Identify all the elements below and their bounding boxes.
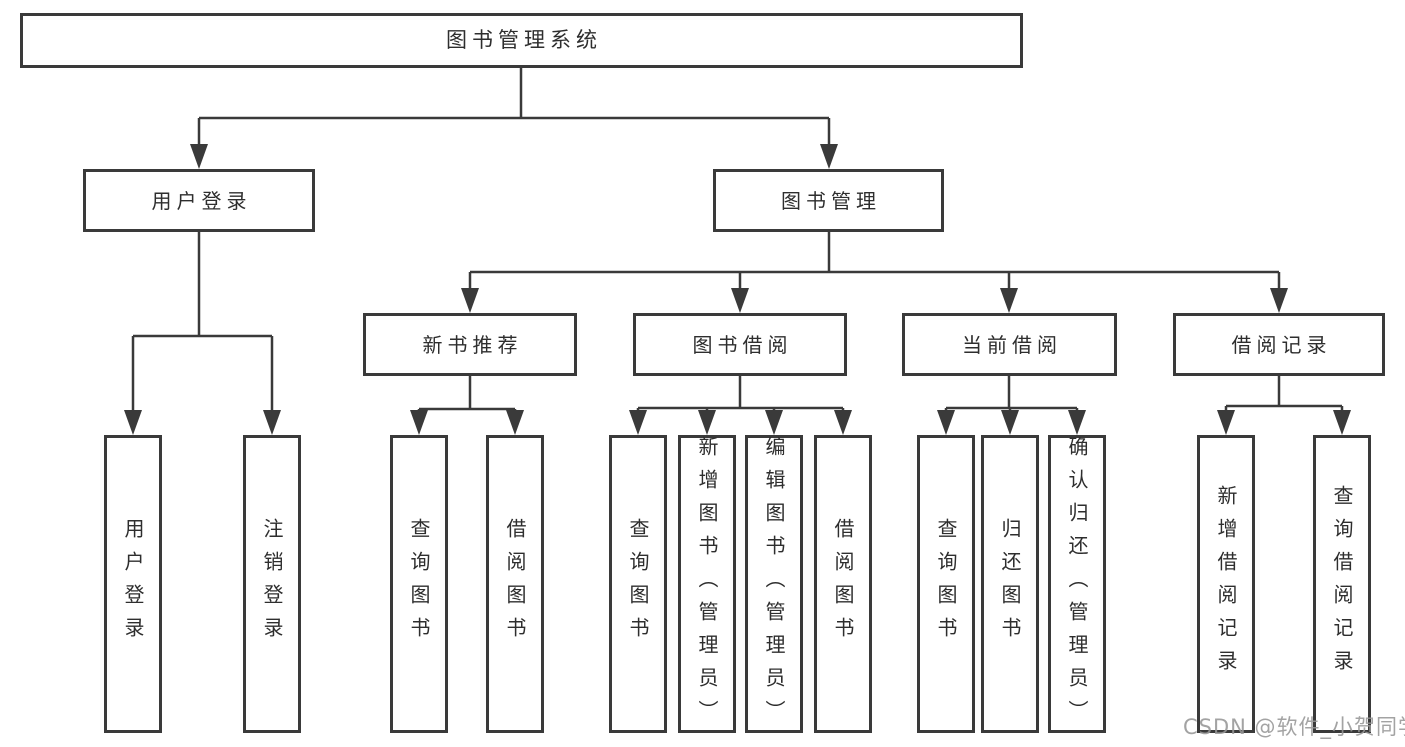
leaf-return-book: 归还图书 [981, 435, 1039, 733]
connector-current-borrow-to-leaves [944, 376, 1079, 412]
node-user-login: 用户登录 [83, 169, 315, 232]
leaf-user-login: 用户登录 [104, 435, 162, 733]
connector-book-mgmt-to-level3 [468, 232, 1281, 290]
connector-book-borrow-to-leaves [636, 376, 845, 412]
leaf-return-book-label: 归还图书 [998, 518, 1022, 650]
connector-user-login-to-leaves [131, 232, 274, 412]
node-user-login-label: 用户登录 [151, 188, 252, 213]
leaf-query-book-1: 查询图书 [390, 435, 448, 733]
node-borrow-records-label: 借阅记录 [1231, 332, 1332, 357]
leaf-borrow-book-2: 借阅图书 [814, 435, 872, 733]
connector-root-to-level2 [197, 67, 831, 146]
leaf-confirm-return-admin-label: 确认归还（管理员） [1065, 435, 1089, 733]
node-book-mgmt: 图书管理 [713, 169, 944, 232]
leaf-query-book-3-label: 查询图书 [934, 518, 958, 650]
leaf-borrow-book-1: 借阅图书 [486, 435, 544, 733]
leaf-add-borrow-record: 新增借阅记录 [1197, 435, 1255, 733]
leaf-query-book-2-label: 查询图书 [626, 518, 650, 650]
node-book-mgmt-label: 图书管理 [781, 188, 881, 213]
connector-new-book-rec-to-leaves [417, 376, 517, 412]
node-current-borrow-label: 当前借阅 [962, 332, 1062, 357]
leaf-logout: 注销登录 [243, 435, 301, 733]
node-borrow-records: 借阅记录 [1173, 313, 1385, 376]
leaf-add-book-admin-label: 新增图书（管理员） [695, 435, 719, 733]
node-new-book-rec-label: 新书推荐 [422, 332, 523, 357]
leaf-edit-book-admin-label: 编辑图书（管理员） [762, 435, 786, 733]
csdn-watermark: CSDN @软件_小贺同学 [1183, 715, 1405, 739]
connector-borrow-records-to-leaves [1224, 376, 1344, 412]
arrowheads [124, 144, 1351, 435]
leaf-borrow-book-2-label: 借阅图书 [831, 518, 855, 650]
node-current-borrow: 当前借阅 [902, 313, 1117, 376]
leaf-add-book-admin: 新增图书（管理员） [678, 435, 736, 733]
leaf-user-login-label: 用户登录 [121, 518, 145, 650]
node-root-label: 图书管理系统 [446, 28, 602, 52]
node-book-borrow: 图书借阅 [633, 313, 847, 376]
node-book-borrow-label: 图书借阅 [692, 332, 793, 357]
leaf-query-book-1-label: 查询图书 [407, 518, 431, 650]
leaf-confirm-return-admin: 确认归还（管理员） [1048, 435, 1106, 733]
leaf-add-borrow-record-label: 新增借阅记录 [1214, 485, 1238, 683]
leaf-borrow-book-1-label: 借阅图书 [503, 518, 527, 650]
node-new-book-rec: 新书推荐 [363, 313, 577, 376]
leaf-edit-book-admin: 编辑图书（管理员） [745, 435, 803, 733]
node-root: 图书管理系统 [20, 13, 1023, 68]
leaf-logout-label: 注销登录 [260, 518, 284, 650]
leaf-query-book-3: 查询图书 [917, 435, 975, 733]
leaf-query-book-2: 查询图书 [609, 435, 667, 733]
leaf-query-borrow-record: 查询借阅记录 [1313, 435, 1371, 733]
leaf-query-borrow-record-label: 查询借阅记录 [1330, 485, 1354, 683]
